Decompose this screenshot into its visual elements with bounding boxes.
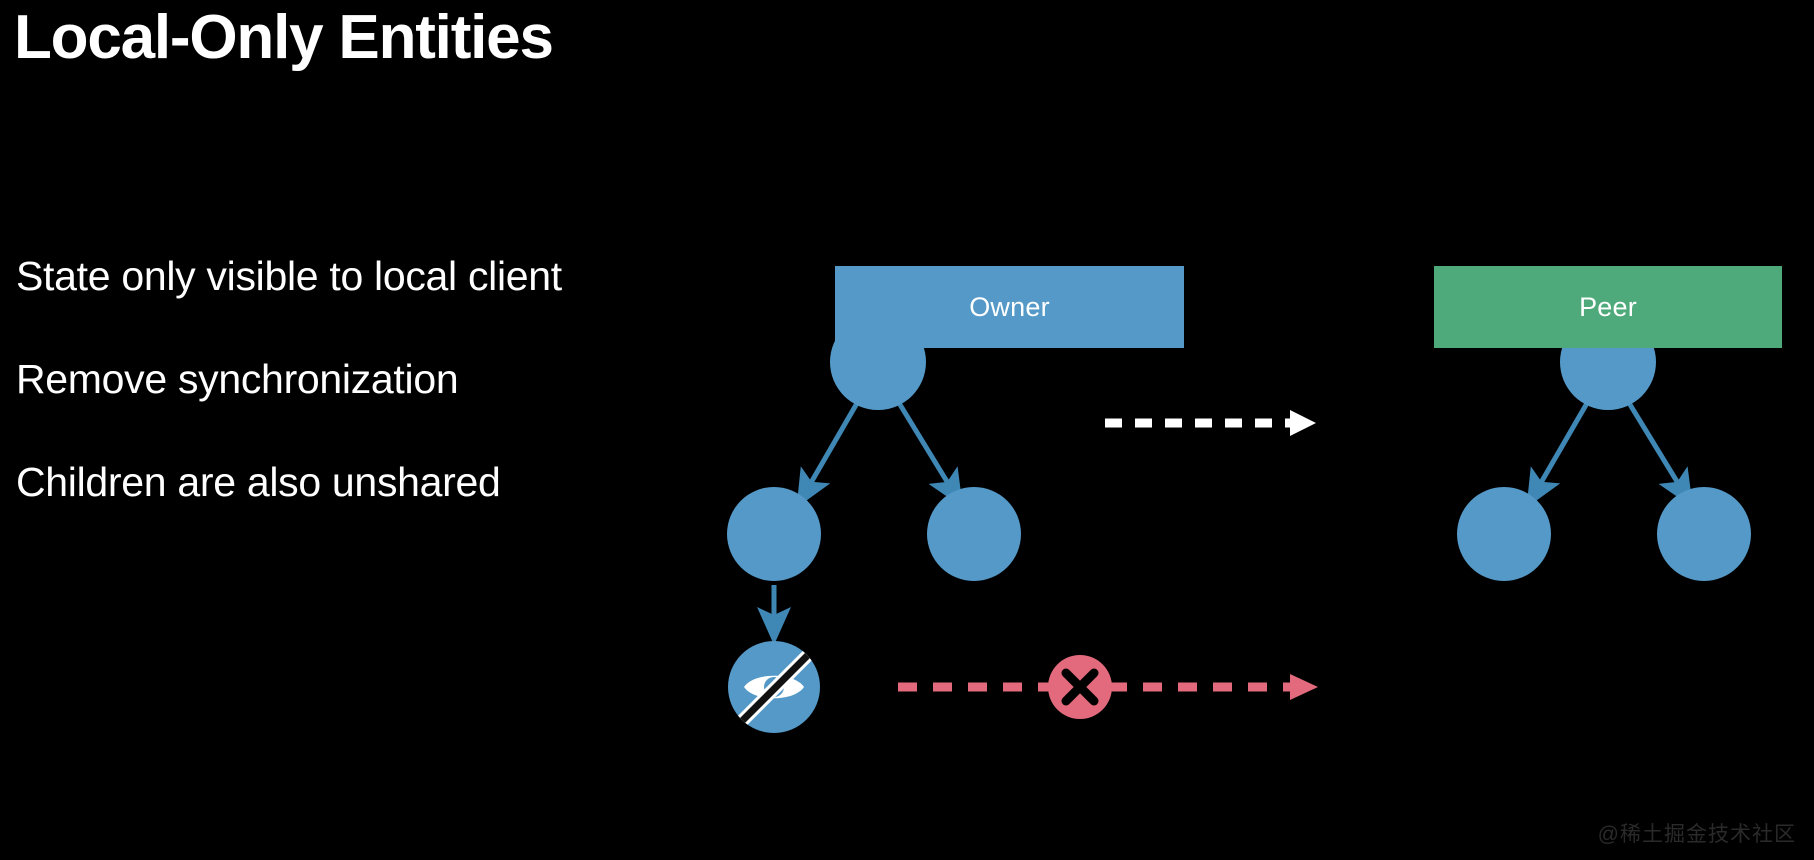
page-title: Local-Only Entities: [14, 3, 554, 72]
owner-label-box: Owner: [835, 266, 1184, 348]
blocked-badge[interactable]: [1048, 655, 1112, 719]
list-item: Children are also unshared: [16, 459, 501, 505]
peer-child-right-node[interactable]: [1657, 487, 1751, 581]
entity-sync-diagram: Owner Peer: [700, 230, 1814, 860]
edge-peer-root-to-left: [1526, 396, 1593, 508]
peer-label: Peer: [1579, 291, 1637, 322]
owner-child-right-node[interactable]: [927, 487, 1021, 581]
eye-slash-icon: [735, 646, 817, 728]
edge-owner-root-to-left: [796, 396, 863, 508]
peer-tree-edges: [1526, 396, 1693, 508]
peer-label-box: Peer: [1434, 266, 1782, 348]
list-item: Remove synchronization: [16, 356, 459, 402]
x-mark-icon: [1061, 668, 1099, 706]
owner-child-left-node[interactable]: [727, 487, 821, 581]
sync-arrow-head: [1290, 410, 1316, 436]
owner-label: Owner: [969, 291, 1050, 322]
peer-child-left-node[interactable]: [1457, 487, 1551, 581]
sync-arrow: [1105, 410, 1316, 436]
peer-tree-nodes: [1457, 314, 1751, 581]
blocked-sync-arrow: [898, 655, 1318, 719]
bullet-list: State only visible to local client Remov…: [16, 252, 676, 506]
owner-tree-edges: [757, 396, 963, 646]
owner-tree-nodes: [727, 314, 1021, 581]
blocked-arrow-head: [1290, 674, 1318, 700]
list-item: State only visible to local client: [16, 253, 562, 299]
edge-peer-root-to-right: [1623, 396, 1693, 508]
owner-hidden-node[interactable]: [728, 641, 820, 733]
edge-owner-root-to-right: [893, 396, 963, 508]
watermark: @稀土掘金技术社区: [1597, 823, 1796, 846]
